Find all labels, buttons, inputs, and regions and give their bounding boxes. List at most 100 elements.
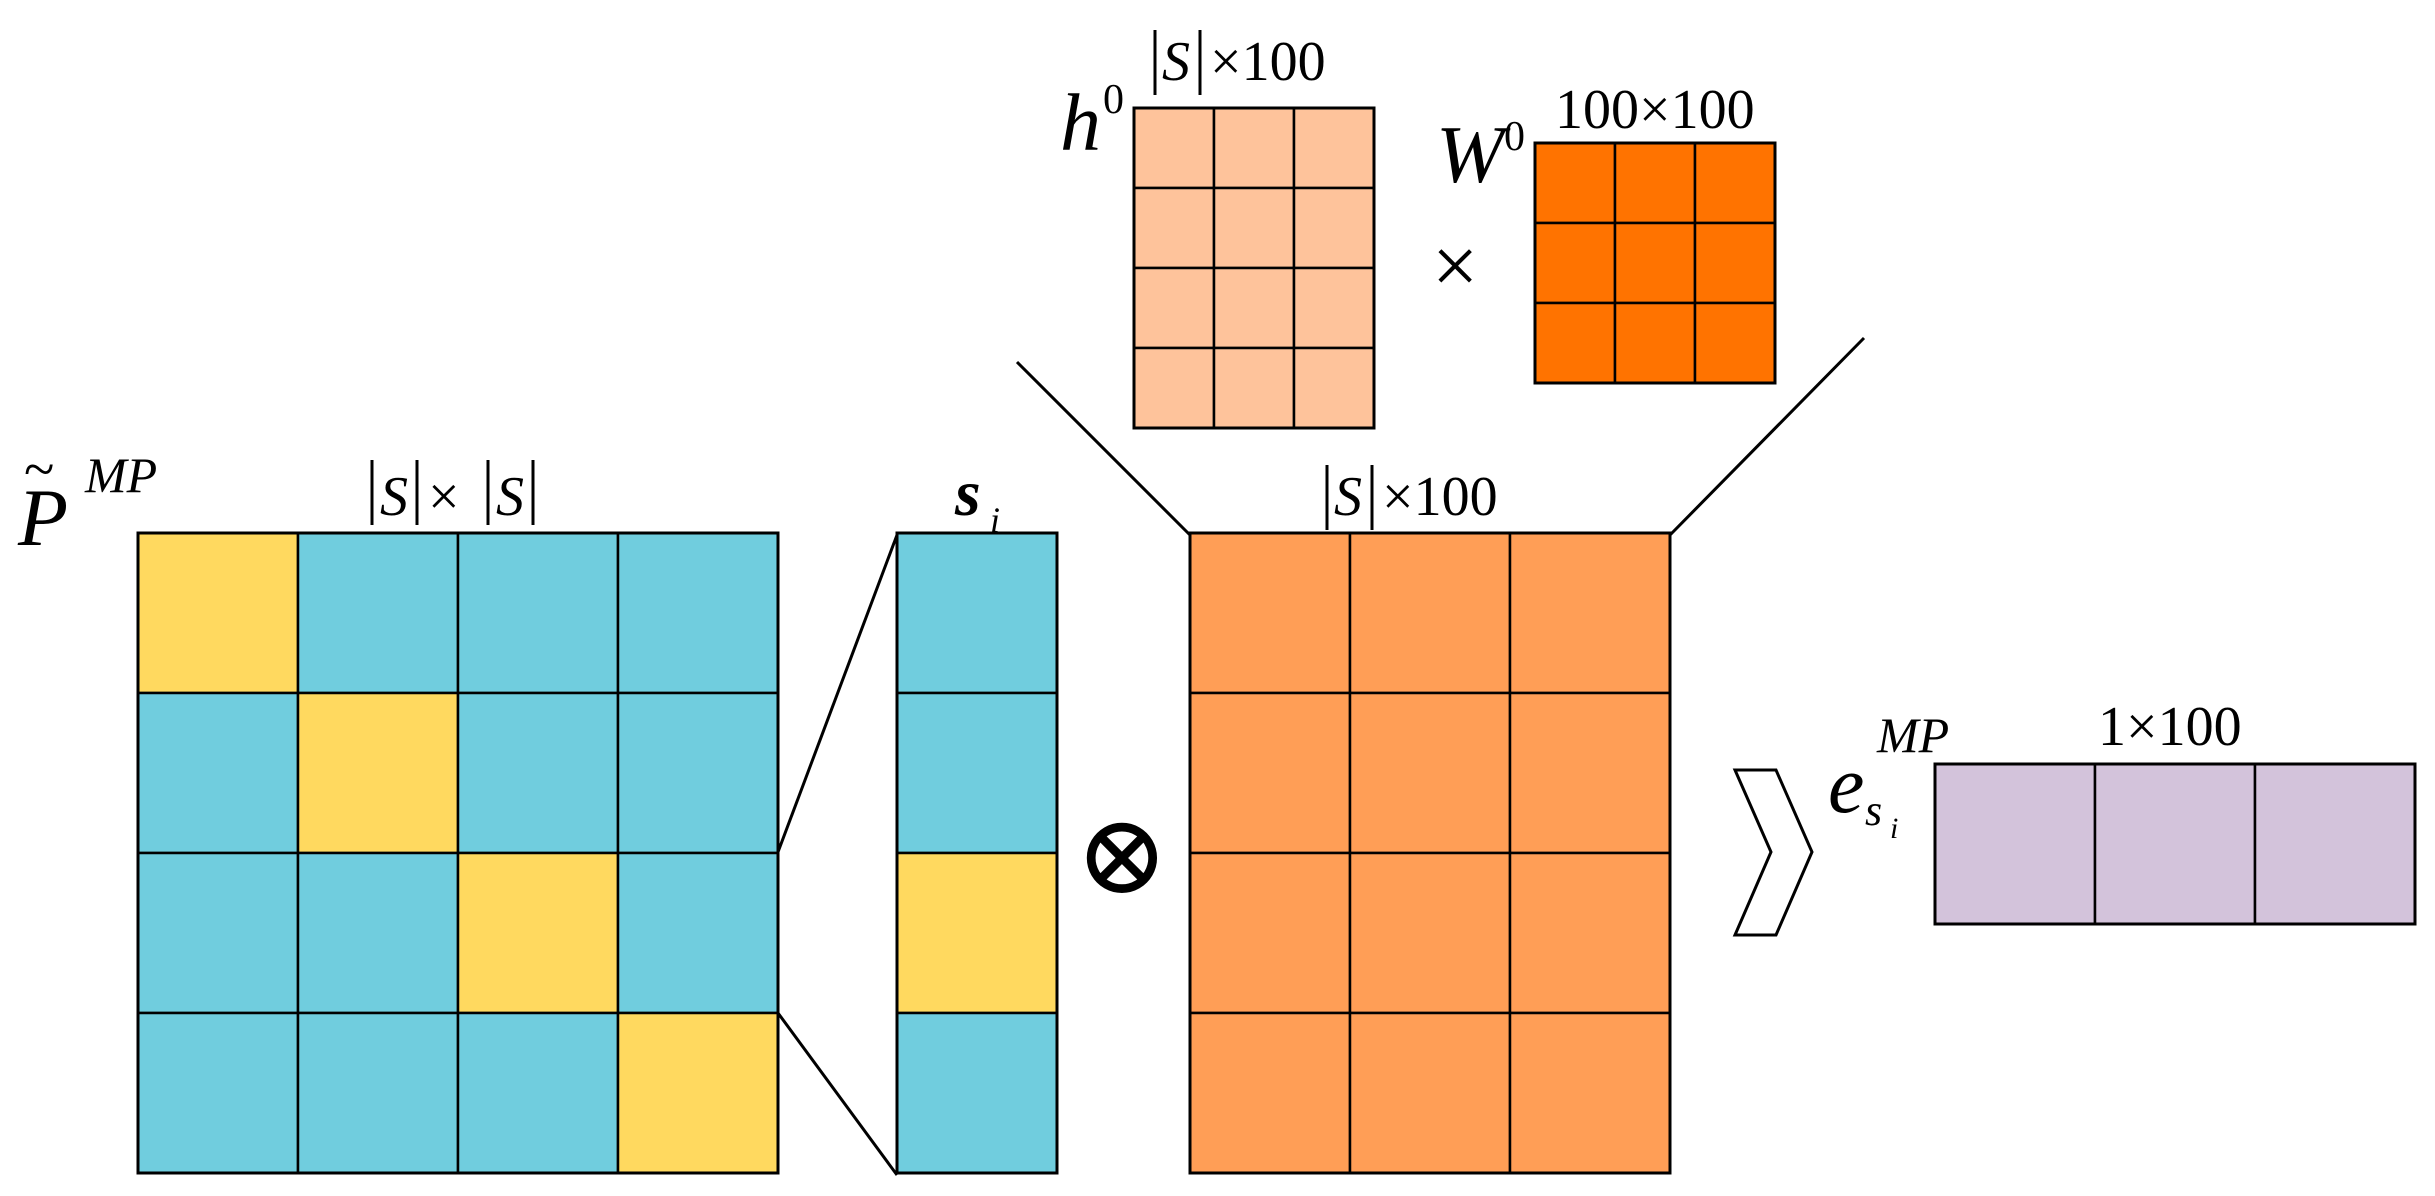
connector-hw-right: [1668, 336, 1866, 537]
h0-cell: [1212, 186, 1296, 270]
p-dim-s2: S: [496, 466, 524, 528]
big-cell: [1188, 851, 1352, 1015]
h0-dim-s: S: [1162, 31, 1190, 93]
h0-cell: [1132, 186, 1216, 270]
h0-matrix: [1132, 106, 1376, 430]
p-cell: [456, 851, 620, 1015]
big-cell: [1348, 851, 1512, 1015]
big-cell: [1508, 851, 1672, 1015]
p-cell: [616, 851, 780, 1015]
otimes-operator: ⊗: [1075, 794, 1169, 918]
p-cell: [456, 691, 620, 855]
p-cell: [296, 851, 460, 1015]
big-cell: [1508, 531, 1672, 695]
w0-superscript: 0: [1504, 114, 1525, 160]
big-cell: [1348, 1011, 1512, 1175]
w0-cell: [1613, 301, 1697, 385]
embedding-vector: [1933, 762, 2417, 926]
w0-cell: [1693, 301, 1777, 385]
w0-frame: [1533, 141, 1777, 385]
si-cell: [895, 691, 1059, 855]
big-frame: [1188, 531, 1672, 1175]
p-cell: [296, 531, 460, 695]
p-cell: [456, 531, 620, 695]
big-cell: [1188, 691, 1352, 855]
w0-cell: [1613, 221, 1697, 305]
w0-cell: [1533, 221, 1617, 305]
p-cell: [296, 691, 460, 855]
si-cell: [895, 1011, 1059, 1175]
similarity-matrix: [136, 531, 780, 1175]
w0-label: W: [1436, 109, 1511, 200]
p-cell: [456, 1011, 620, 1175]
connector-hw-left: [1015, 360, 1192, 537]
h0-cell: [1292, 186, 1376, 270]
w0-cell: [1533, 141, 1617, 225]
si-cell: [895, 851, 1059, 1015]
p-superscript: MP: [84, 447, 157, 503]
big-dim-s: S: [1334, 466, 1362, 528]
big-dim-rest: ×100: [1382, 466, 1498, 528]
big-cell: [1348, 531, 1512, 695]
h0-cell: [1132, 346, 1216, 430]
h0-frame: [1132, 106, 1376, 430]
e-subscript-s: s: [1865, 786, 1882, 835]
product-matrix: [1188, 531, 1672, 1175]
e-superscript: MP: [1876, 707, 1949, 763]
w0-dim: 100×100: [1555, 79, 1755, 141]
connector-p-bottom: [776, 1012, 899, 1176]
big-cell: [1188, 1011, 1352, 1175]
e-frame: [1933, 762, 2417, 926]
p-cell: [616, 1011, 780, 1175]
p-tilde: ~: [24, 439, 54, 501]
h0-cell: [1212, 106, 1296, 190]
w0-matrix: [1533, 141, 1777, 385]
si-column-vector: [895, 531, 1059, 1175]
e-cell: [1933, 762, 2097, 926]
connector-p-top: [776, 534, 899, 853]
si-frame: [895, 531, 1059, 1175]
e-subscript-i: i: [1890, 812, 1898, 845]
w0-cell: [1533, 301, 1617, 385]
si-subscript: i: [990, 500, 1000, 540]
h0-dim-rest: ×100: [1210, 31, 1326, 93]
h0-cell: [1132, 106, 1216, 190]
h0-cell: [1292, 346, 1376, 430]
e-dim: 1×100: [2098, 696, 2242, 758]
w0-cell: [1613, 141, 1697, 225]
si-label: s: [954, 457, 981, 530]
h0-superscript: 0: [1103, 77, 1124, 123]
e-cell: [2093, 762, 2257, 926]
h0-cell: [1212, 346, 1296, 430]
h0-cell: [1132, 266, 1216, 350]
big-cell: [1188, 531, 1352, 695]
p-dim-s1: S: [380, 466, 408, 528]
connectors: [776, 336, 1866, 1176]
chevron-right-icon: [1732, 768, 1814, 937]
dimension-bars: [370, 30, 1374, 530]
si-cell: [895, 531, 1059, 695]
p-frame: [136, 531, 780, 1175]
p-symbol: P: [17, 472, 68, 563]
multiply-sign: ×: [1432, 220, 1478, 311]
w0-cell: [1693, 221, 1777, 305]
p-dim-times: ×: [428, 466, 460, 528]
h0-label: h: [1060, 77, 1101, 168]
p-cell: [136, 691, 300, 855]
p-cell: [616, 691, 780, 855]
p-cell: [136, 851, 300, 1015]
h0-cell: [1292, 106, 1376, 190]
p-cell: [136, 1011, 300, 1175]
p-cell: [136, 531, 300, 695]
big-cell: [1348, 691, 1512, 855]
h0-cell: [1212, 266, 1296, 350]
p-cell: [616, 531, 780, 695]
p-cell: [296, 1011, 460, 1175]
w0-cell: [1693, 141, 1777, 225]
big-cell: [1508, 1011, 1672, 1175]
h0-cell: [1292, 266, 1376, 350]
big-cell: [1508, 691, 1672, 855]
e-label: e: [1828, 739, 1864, 830]
